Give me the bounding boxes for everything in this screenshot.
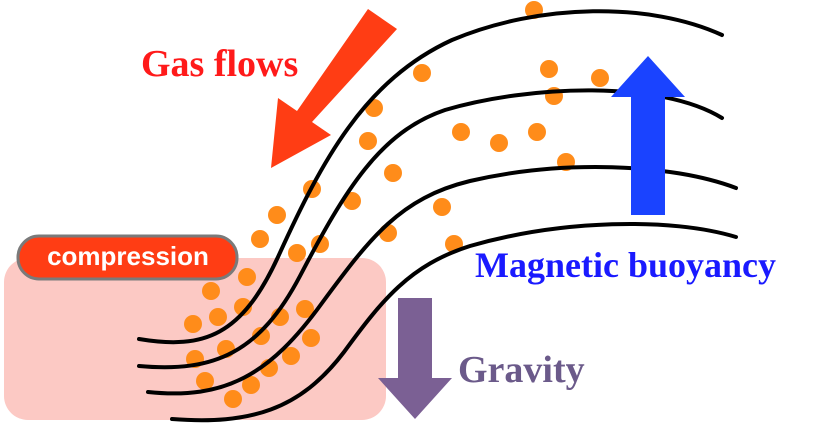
gas-particle [540, 60, 558, 78]
magnetic-field-lines [137, 9, 738, 423]
gas-particle [490, 134, 508, 152]
gas-particle [302, 329, 320, 347]
gas-particle [224, 390, 242, 408]
gravity-label: Gravity [458, 349, 585, 391]
gas-particle [591, 69, 609, 87]
field-line-3 [146, 165, 738, 396]
gas-particle [452, 123, 470, 141]
magnetic-buoyancy-label: Magnetic buoyancy [475, 245, 776, 285]
gas-particle [296, 300, 314, 318]
gas-particle [251, 230, 269, 248]
gas-particle [196, 372, 214, 390]
gas-flows-label: Gas flows [141, 43, 298, 85]
gas-particle [288, 244, 306, 262]
compression-pill [16, 234, 239, 281]
gas-particle [384, 164, 402, 182]
compression-label: compression [47, 241, 209, 271]
field-line-2 [137, 88, 724, 370]
gas-particle [359, 132, 377, 150]
field-line-1 [137, 9, 724, 345]
gas-particle [528, 123, 546, 141]
gas-particle [282, 347, 300, 365]
gas-particle [184, 315, 202, 333]
magnetic-buoyancy-arrow [611, 56, 685, 215]
gas-particle [252, 327, 270, 345]
gas-flows-arrow [271, 9, 397, 168]
gas-particle [238, 268, 256, 286]
gas-particle [209, 308, 227, 326]
gas-particle [242, 376, 260, 394]
gas-particle [413, 64, 431, 82]
gravity-arrow [378, 298, 452, 419]
gas-particle [268, 206, 286, 224]
field-line-4 [170, 221, 738, 423]
gas-particle [379, 224, 397, 242]
gas-particle [433, 198, 451, 216]
gas-particle [234, 298, 252, 316]
gas-particle [202, 282, 220, 300]
